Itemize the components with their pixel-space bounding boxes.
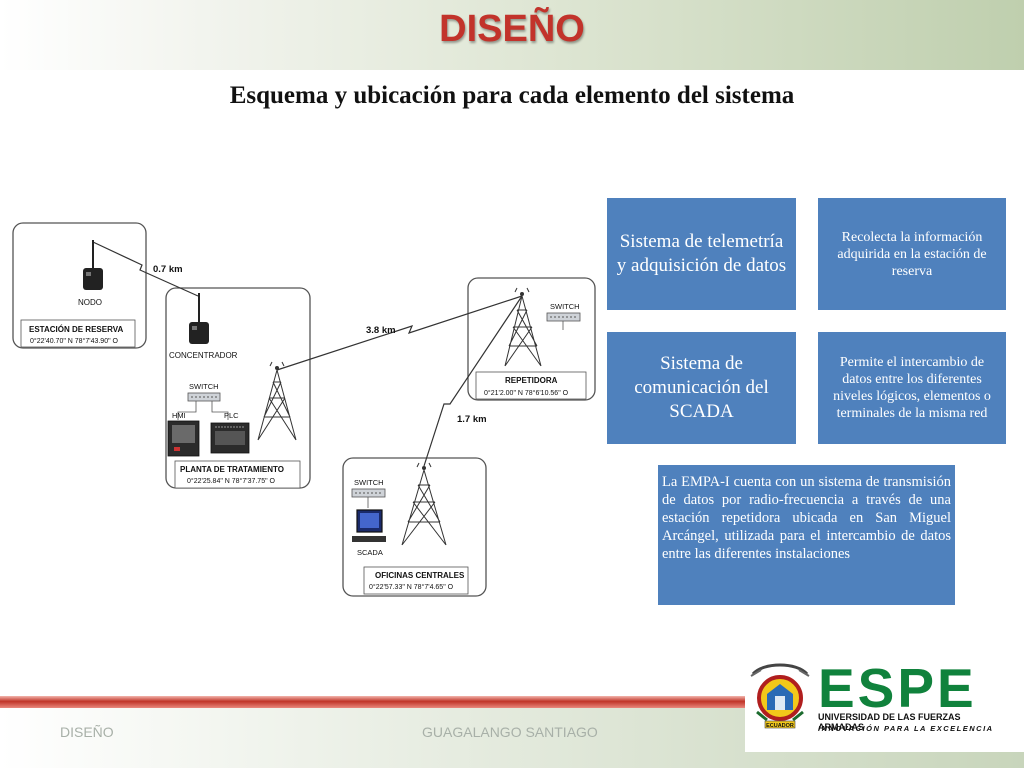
link-line-planta-repetidora: [276, 295, 523, 371]
footer-left-text: DISEÑO: [60, 724, 114, 740]
page-title: DISEÑO: [439, 8, 585, 50]
espe-logo-line1: UNIVERSIDAD DE LAS FUERZAS ARMADAS: [818, 712, 961, 732]
caption-name-repetidora: REPETIDORA: [505, 376, 558, 385]
caption-coords-reserva: 0°22'40.70" N 78°7'43.90" O: [30, 337, 119, 345]
shield-ribbon-text: ECUADOR: [766, 723, 794, 729]
label-scada: SCADA: [357, 548, 383, 557]
link-line-repetidora-oficinas: [423, 295, 523, 467]
label-concentrador: CONCENTRADOR: [169, 351, 238, 360]
radio-node-icon: [83, 268, 103, 290]
caption-coords-planta: 0°22'25.84" N 78°7'37.75" O: [187, 477, 276, 485]
espe-logo-line2: INNOVACIÓN PARA LA EXCELENCIA: [818, 724, 994, 733]
label-hmi: HMI: [172, 411, 186, 420]
caption-box-repetidora: [475, 371, 587, 400]
header-band: [0, 0, 1024, 70]
panel-planta-tratamiento: [165, 287, 311, 489]
concentrador-icon: [189, 322, 209, 344]
link-label-38km: 3.8 km: [366, 325, 396, 336]
caption-name-planta: PLANTA DE TRATAMIENTO: [180, 465, 284, 474]
label-plc: PLC: [224, 411, 239, 420]
box-telemetria: Sistema de telemetría y adquisición de d…: [607, 198, 796, 310]
label-switch-repetidora: SWITCH: [550, 302, 580, 311]
radio-tower-oficinas-icon: [401, 462, 447, 546]
espe-logo-word: ESPE: [818, 657, 977, 719]
radio-tower-repetidora-icon: [504, 287, 542, 367]
diagram-group: 0.7 km 3.8 km 1.7 km NODO ESTACIÓN DE RE…: [12, 222, 596, 597]
caption-name-oficinas: OFICINAS CENTRALES: [375, 571, 465, 580]
caption-box-reserva: [20, 319, 136, 348]
espe-shield-icon: ECUADOR: [750, 663, 810, 729]
box-comunicacion: Sistema de comunicación del SCADA: [607, 332, 796, 444]
box-telemetria-desc: Recolecta la información adquirida en la…: [818, 198, 1006, 310]
network-diagram: 0.7 km 3.8 km 1.7 km NODO ESTACIÓN DE RE…: [12, 222, 596, 597]
panel-estacion-reserva: [12, 222, 147, 349]
caption-coords-oficinas: 0°22'57.33" N 78°7'4.65" O: [369, 583, 454, 591]
page-subtitle: Esquema y ubicación para cada elemento d…: [229, 82, 795, 109]
caption-box-oficinas: [363, 566, 469, 595]
radio-tower-planta-icon: [257, 361, 297, 441]
label-switch-oficinas: SWITCH: [354, 478, 384, 487]
panel-repetidora: [467, 277, 596, 401]
box-empa: La EMPA-I cuenta con un sistema de trans…: [658, 465, 955, 605]
caption-box-planta: [174, 460, 301, 489]
link-label-07km: 0.7 km: [153, 264, 183, 275]
footer-red-bar: [0, 696, 745, 708]
link-line-reserva-planta: [92, 241, 199, 297]
link-label-17km: 1.7 km: [457, 414, 487, 425]
box-comunicacion-desc: Permite el intercambio de datos entre lo…: [818, 332, 1006, 444]
caption-name-reserva: ESTACIÓN DE RESERVA: [29, 325, 123, 334]
footer-author: GUAGALANGO SANTIAGO: [422, 724, 598, 740]
caption-coords-repetidora: 0°21'2.00" N 78°6'10.56" O: [484, 389, 569, 397]
label-nodo: NODO: [78, 298, 102, 307]
label-switch-planta: SWITCH: [189, 382, 219, 391]
